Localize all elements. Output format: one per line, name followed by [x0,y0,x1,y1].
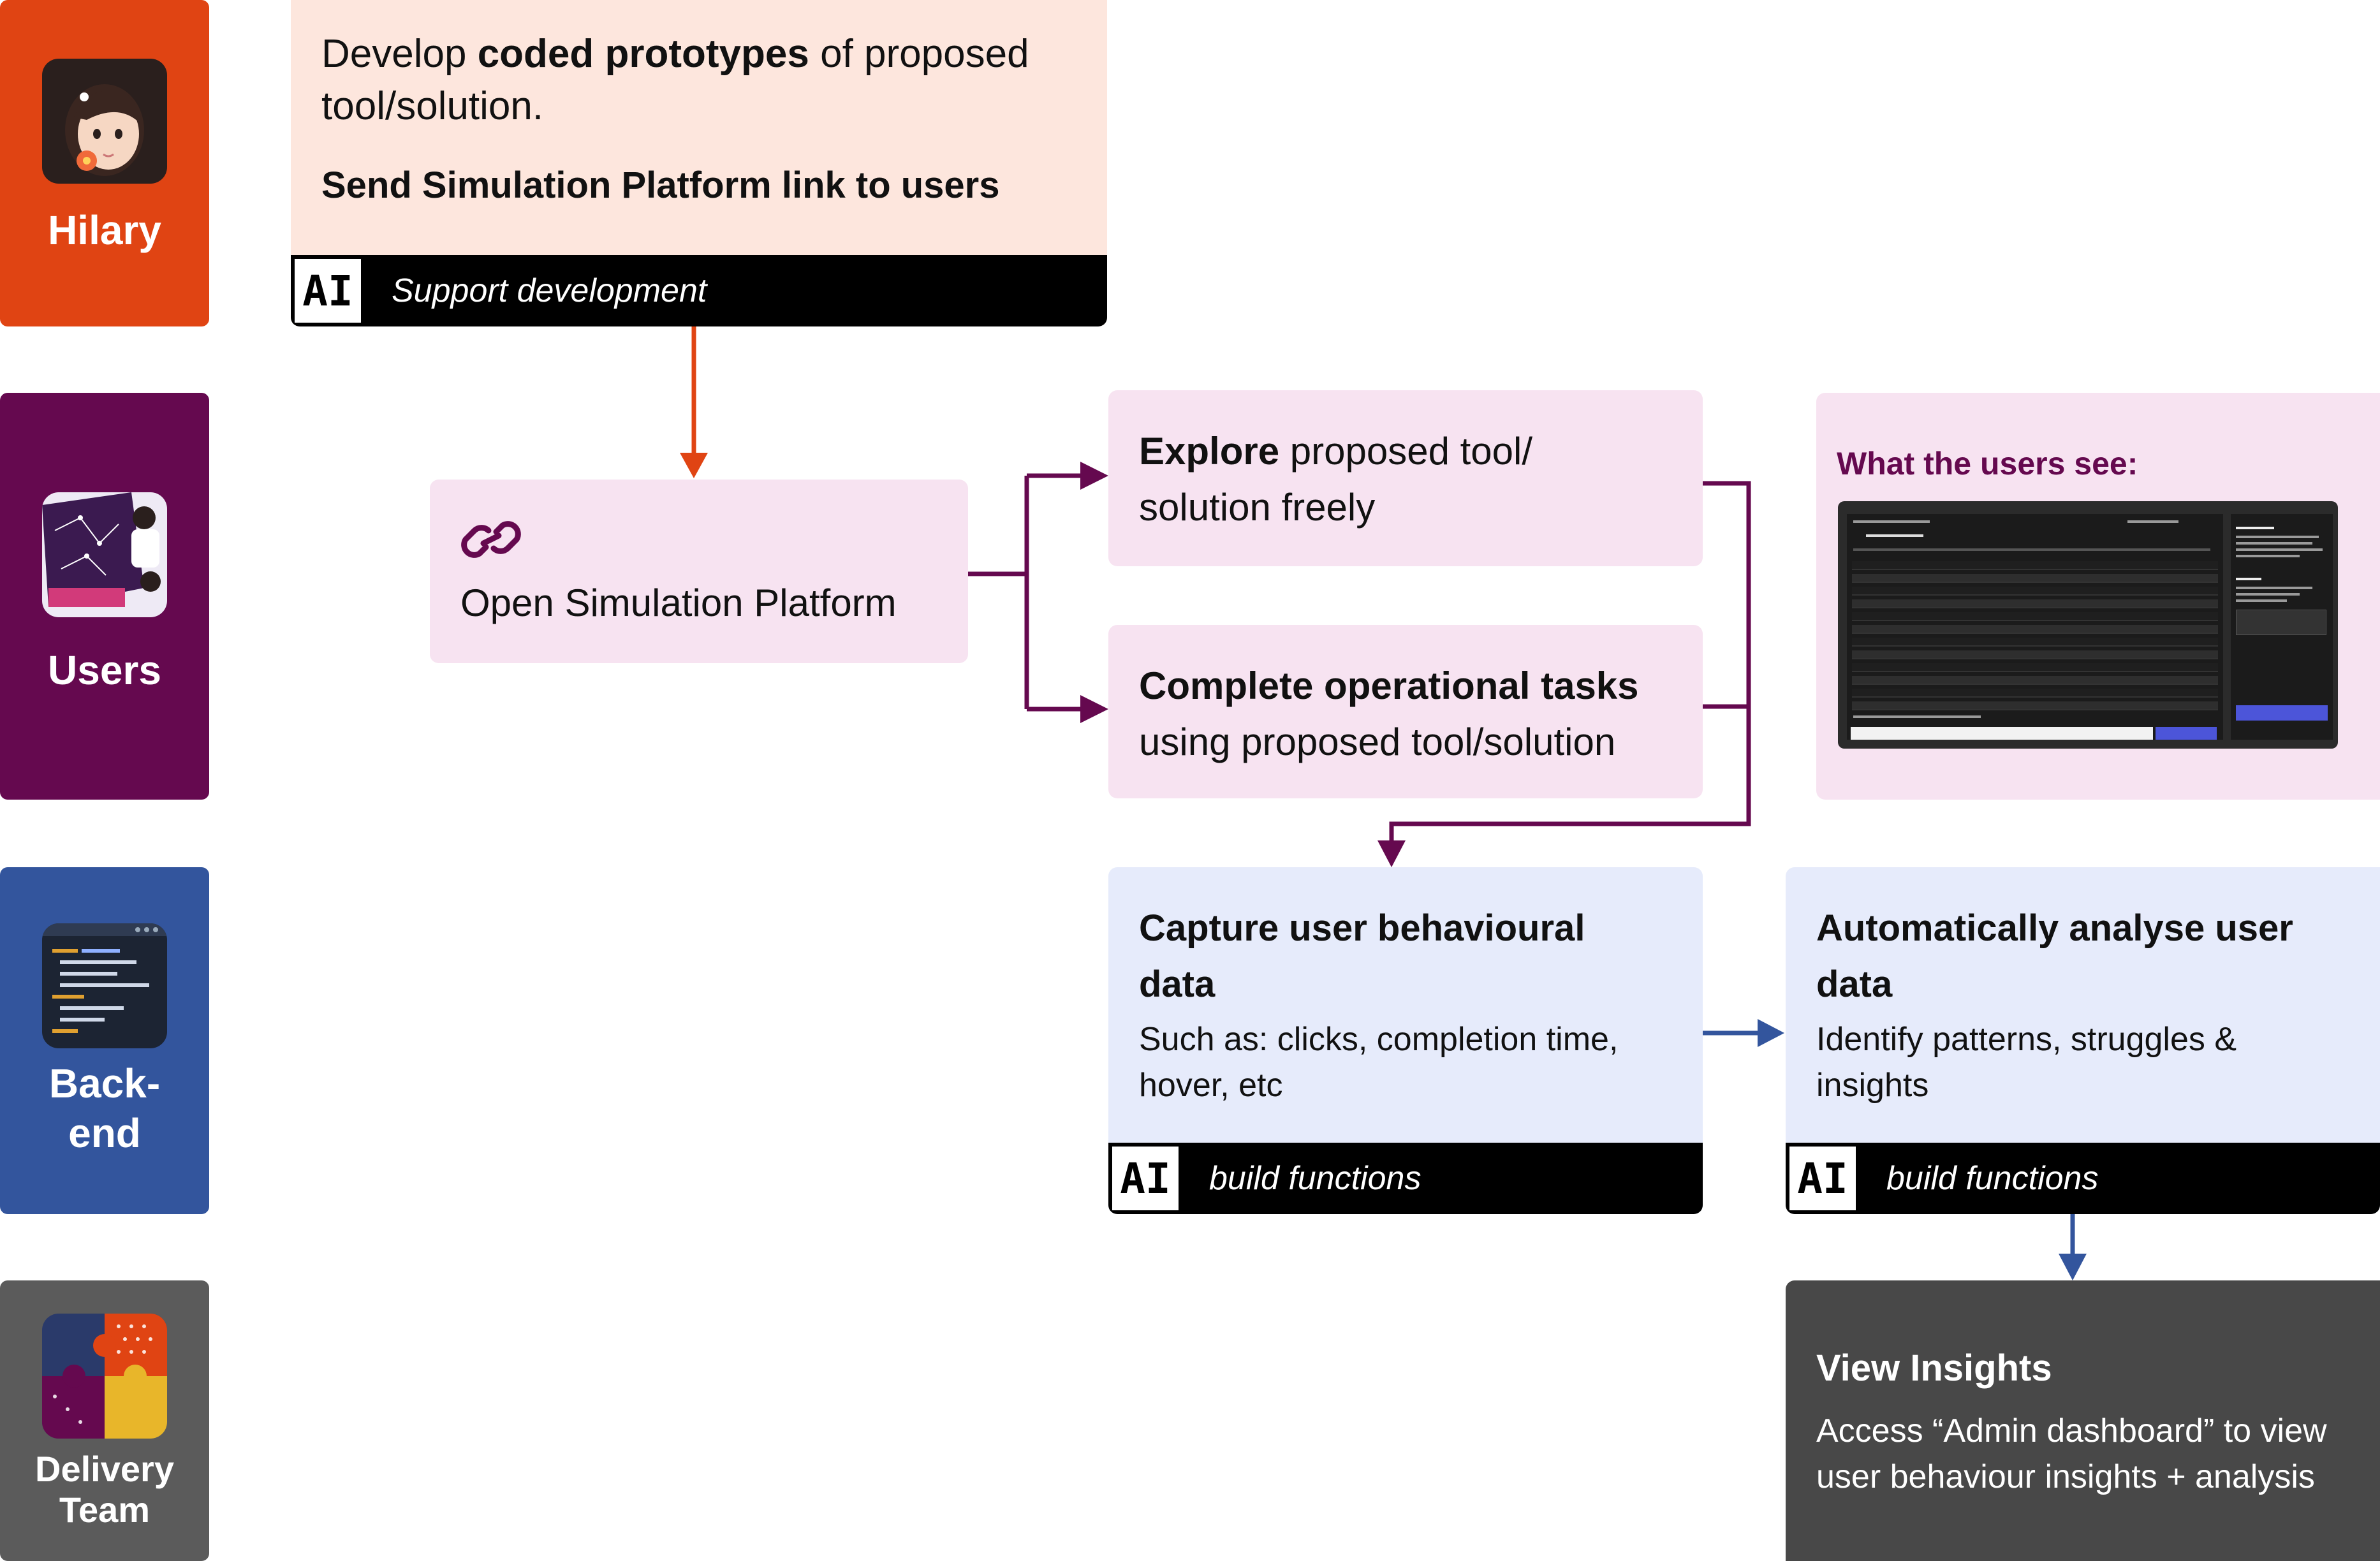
arrowhead-develop-to-open [680,453,708,478]
simulation-platform-screenshot [1838,501,2338,749]
analyse-ai-badge: AI [1789,1147,1856,1210]
ai-support-text: Support development [392,272,707,309]
complete-text: Complete operational tasks using propose… [1108,625,1703,770]
capture-ai-text: build functions [1209,1160,1421,1197]
view-insights-box[interactable]: View Insights Access “Admin dashboard” t… [1786,1280,2380,1561]
analyse-title: Automatically analyse user data [1816,907,2293,1005]
puzzle-pieces-icon [42,1314,167,1439]
ai-support-bar: AI Support development [291,255,1107,326]
lane-label-delivery-line2: Team [59,1490,151,1530]
lane-users: Users [0,393,209,800]
capture-data-box: Capture user behavioural data Such as: c… [1108,867,1703,1214]
lane-backend: Back- end [0,867,209,1214]
develop-prototypes-box: Develop coded prototypes of proposed too… [291,0,1107,326]
explore-text: Explore proposed tool/ solution freely [1108,390,1703,536]
capture-description: Such as: clicks, completion time, hover,… [1139,1021,1619,1104]
capture-ai-badge: AI [1112,1147,1179,1210]
develop-text-bold: coded prototypes [477,32,809,76]
send-link-text: Send Simulation Platform link to users [321,165,1000,206]
link-icon [460,514,522,568]
analyse-description: Identify patterns, struggles & insights [1816,1021,2237,1104]
users-see-title: What the users see: [1837,446,2138,481]
thumb-main-panel [1847,514,2223,740]
develop-description: Develop coded prototypes of proposed too… [291,0,1107,133]
insights-title: View Insights [1816,1347,2052,1389]
woman-avatar-icon [42,59,167,184]
lane-hilary: Hilary [0,0,209,326]
lane-label-hilary: Hilary [48,207,161,253]
control-room-icon [42,492,167,617]
capture-title: Capture user behavioural data [1139,907,1585,1005]
explore-bold: Explore [1139,430,1280,473]
lane-label-users: Users [48,647,161,693]
capture-ai-bar: AI build functions [1108,1143,1703,1214]
arrowhead-to-complete [1080,695,1108,723]
arrowhead-to-explore [1080,462,1108,490]
lane-delivery: Delivery Team [0,1280,209,1561]
analyse-data-box: Automatically analyse user data Identify… [1786,867,2380,1214]
lane-label-backend-line1: Back- [48,1060,161,1106]
ai-badge: AI [295,259,361,323]
thumb-side-panel [2231,514,2333,740]
lane-label-delivery-line1: Delivery [35,1449,174,1489]
analyse-ai-text: build functions [1886,1160,2099,1197]
code-editor-icon [42,923,167,1048]
complete-tasks-box: Complete operational tasks using propose… [1108,625,1703,798]
open-platform-label: Open Simulation Platform [460,582,897,624]
analyse-ai-bar: AI build functions [1786,1143,2380,1214]
arrowhead-to-insights [2059,1254,2087,1280]
lane-label-delivery: Delivery Team [35,1449,174,1530]
complete-rest: using proposed tool/solution [1139,721,1616,763]
lane-label-backend-line2: end [68,1110,141,1156]
arrowhead-to-analyse [1758,1019,1784,1047]
complete-bold: Complete operational tasks [1139,664,1639,707]
explore-rest: proposed tool/ solution freely [1139,430,1533,529]
develop-text-pre: Develop [321,32,478,76]
develop-text-post: of proposed tool/solution. [321,32,1029,128]
arrowhead-to-capture [1377,840,1406,867]
lane-label-backend: Back- end [49,1059,160,1158]
explore-box: Explore proposed tool/ solution freely [1108,390,1703,566]
open-simulation-platform-box[interactable]: Open Simulation Platform [430,480,968,663]
insights-description: Access “Admin dashboard” to view user be… [1816,1412,2327,1495]
